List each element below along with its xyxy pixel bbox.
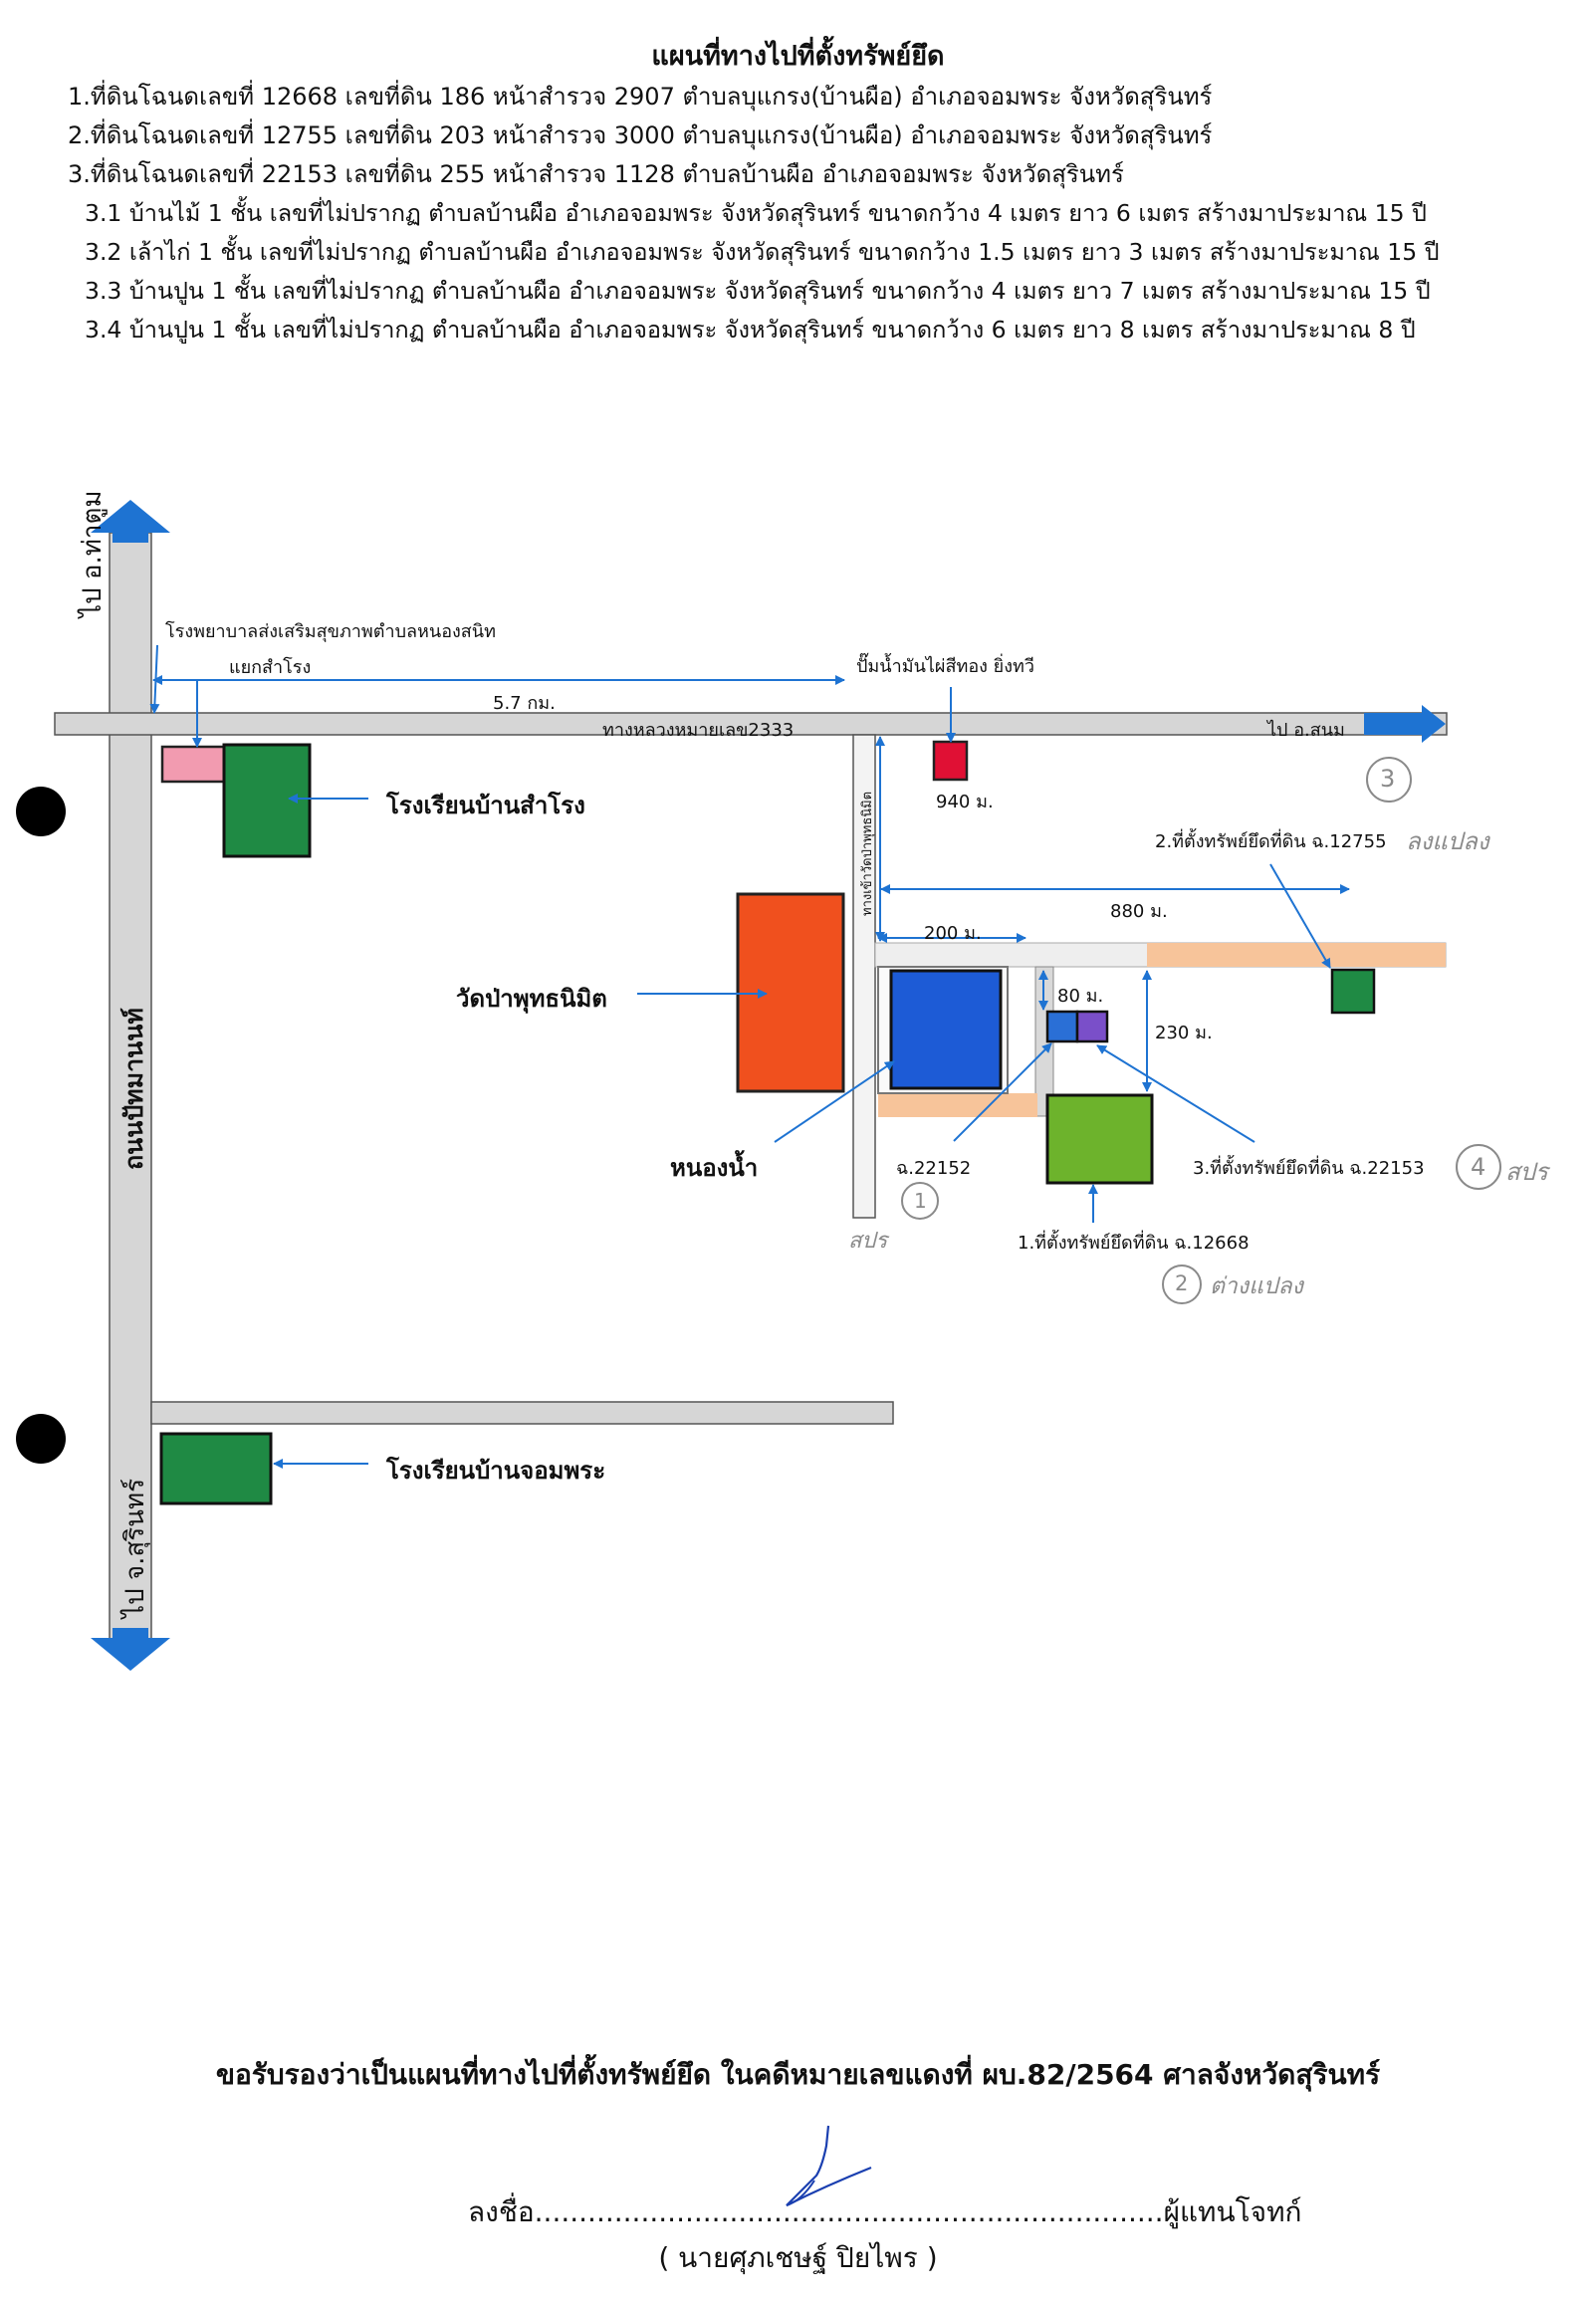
signature-scribble-2 xyxy=(786,2180,815,2206)
label-gas-station: ปั๊มน้ำมันไผ่สีทอง ยิ่งทวี xyxy=(856,656,1034,677)
school-jompra-box xyxy=(159,1432,273,1505)
school-samrong-box xyxy=(222,743,312,858)
hand-circle-2 xyxy=(1162,1265,1202,1304)
header-line-3-3: 3.3 บ้านปูน 1 ชั้น เลขที่ไม่ปรากฏ ตำบลบ้… xyxy=(85,277,1431,305)
label-dist-880: 880 ม. xyxy=(1110,901,1168,922)
label-pond: หนองน้ำ xyxy=(670,1154,759,1182)
hand-number-2: 2 xyxy=(1175,1271,1189,1295)
sign-prefix: ลงชื่อ xyxy=(468,2195,535,2228)
label-dist-80: 80 ม. xyxy=(1057,986,1104,1007)
hand-note-2: ต่างแปลง xyxy=(1210,1273,1303,1299)
header-line-2: 2.ที่ดินโฉนดเลขที่ 12755 เลขที่ดิน 203 ห… xyxy=(68,121,1213,149)
ptr-22152 xyxy=(953,1042,1052,1142)
ptr-12755 xyxy=(1269,863,1331,969)
ptr-hospital xyxy=(149,644,160,714)
label-to-surin: ไป จ.สุรินทร์ xyxy=(120,1478,150,1618)
label-to-tha-tum: ไป อ.ท่าตูม xyxy=(78,490,108,618)
arrow-south xyxy=(91,1628,170,1671)
header-line-3-1: 3.1 บ้านไม้ 1 ชั้น เลขที่ไม่ปรากฏ ตำบลบ้… xyxy=(85,199,1427,227)
ptr-pond xyxy=(774,1060,895,1143)
sign-dots: ........................................… xyxy=(534,2195,1164,2228)
signature-line: ลงชื่อ..................................… xyxy=(468,2190,1302,2234)
hand-note-1: สปร xyxy=(848,1229,888,1254)
hand-note-3: ลงแปลง xyxy=(1406,827,1489,855)
hand-circle-4 xyxy=(1456,1144,1501,1190)
hand-number-1: 1 xyxy=(914,1189,927,1213)
road-bottom xyxy=(150,1401,894,1425)
label-distance-5-7km: 5.7 กม. xyxy=(493,693,556,714)
label-highway-2333: ทางหลวงหมายเลข2333 xyxy=(602,720,795,741)
punch-hole-bottom xyxy=(16,1414,66,1464)
signer-name: ( นายศุภเชษฐ์ ปิยไพร ) xyxy=(658,2241,938,2274)
label-seized-2: 2.ที่ตั้งทรัพย์ยึดที่ดิน ฉ.12755 xyxy=(1155,831,1387,852)
label-seized-1: 1.ที่ตั้งทรัพย์ยึดที่ดิน ฉ.12668 xyxy=(1018,1233,1250,1254)
road-temple-entrance xyxy=(852,734,876,1219)
document-title: แผนที่ทางไปที่ตั้งทรัพย์ยึด xyxy=(651,41,945,72)
arrow-north xyxy=(91,500,170,543)
label-parcel-22152: ฉ.22152 xyxy=(896,1158,972,1179)
hand-circle-3 xyxy=(1366,757,1412,803)
label-road-pattamanon: ถนนปัทมานนท์ xyxy=(119,1008,148,1170)
label-seized-3: 3.ที่ตั้งทรัพย์ยึดที่ดิน ฉ.22153 xyxy=(1193,1158,1425,1179)
label-dist-940: 940 ม. xyxy=(936,792,994,812)
peach-strip xyxy=(878,1093,1037,1117)
label-dist-230: 230 ม. xyxy=(1155,1023,1213,1043)
label-dist-200: 200 ม. xyxy=(924,923,982,944)
label-junction: แยกสำโรง xyxy=(229,657,312,678)
label-to-sanom: ไป อ.สนม xyxy=(1267,720,1345,741)
punch-hole-top xyxy=(16,787,66,836)
parcel-12668-box xyxy=(1045,1093,1154,1185)
ptr-22153 xyxy=(1096,1044,1255,1143)
label-hospital: โรงพยาบาลส่งเสริมสุขภาพตำบลหนองสนิท xyxy=(165,621,496,642)
hand-number-4: 4 xyxy=(1471,1153,1486,1181)
label-school-samrong: โรงเรียนบ้านสำโรง xyxy=(386,792,585,819)
hand-note-4: สปร xyxy=(1505,1158,1548,1186)
road-highway-2333 xyxy=(54,712,1448,736)
signature-scribble xyxy=(786,2125,872,2206)
label-temple-entrance: ทางเข้าวัดป่าพุทธนิมิต xyxy=(860,791,875,916)
road-lane-peach xyxy=(1147,943,1446,967)
hospital-box xyxy=(160,745,226,784)
hand-number-3: 3 xyxy=(1380,765,1396,793)
pond-box xyxy=(889,969,1003,1090)
arrow-east xyxy=(1364,705,1446,743)
parcel-22152-box xyxy=(1045,1010,1079,1043)
certification-text: ขอรับรองว่าเป็นแผนที่ทางไปที่ตั้งทรัพย์ย… xyxy=(215,2058,1381,2091)
header-line-1: 1.ที่ดินโฉนดเลขที่ 12668 เลขที่ดิน 186 ห… xyxy=(68,83,1213,111)
header-line-3: 3.ที่ดินโฉนดเลขที่ 22153 เลขที่ดิน 255 ห… xyxy=(68,160,1124,188)
sign-suffix: ผู้แทนโจทก์ xyxy=(1163,2195,1302,2228)
parcel-22153-box xyxy=(1075,1010,1109,1043)
hand-circle-1 xyxy=(901,1182,939,1220)
parcel-12755-box xyxy=(1330,968,1376,1015)
header-line-3-2: 3.2 เล้าไก่ 1 ชั้น เลขที่ไม่ปรากฏ ตำบลบ้… xyxy=(85,238,1440,266)
header-line-3-4: 3.4 บ้านปูน 1 ชั้น เลขที่ไม่ปรากฏ ตำบลบ้… xyxy=(85,316,1416,344)
label-school-jompra: โรงเรียนบ้านจอมพระ xyxy=(386,1457,606,1485)
gas-station-box xyxy=(932,740,969,782)
label-temple: วัดป่าพุทธนิมิต xyxy=(456,985,607,1013)
